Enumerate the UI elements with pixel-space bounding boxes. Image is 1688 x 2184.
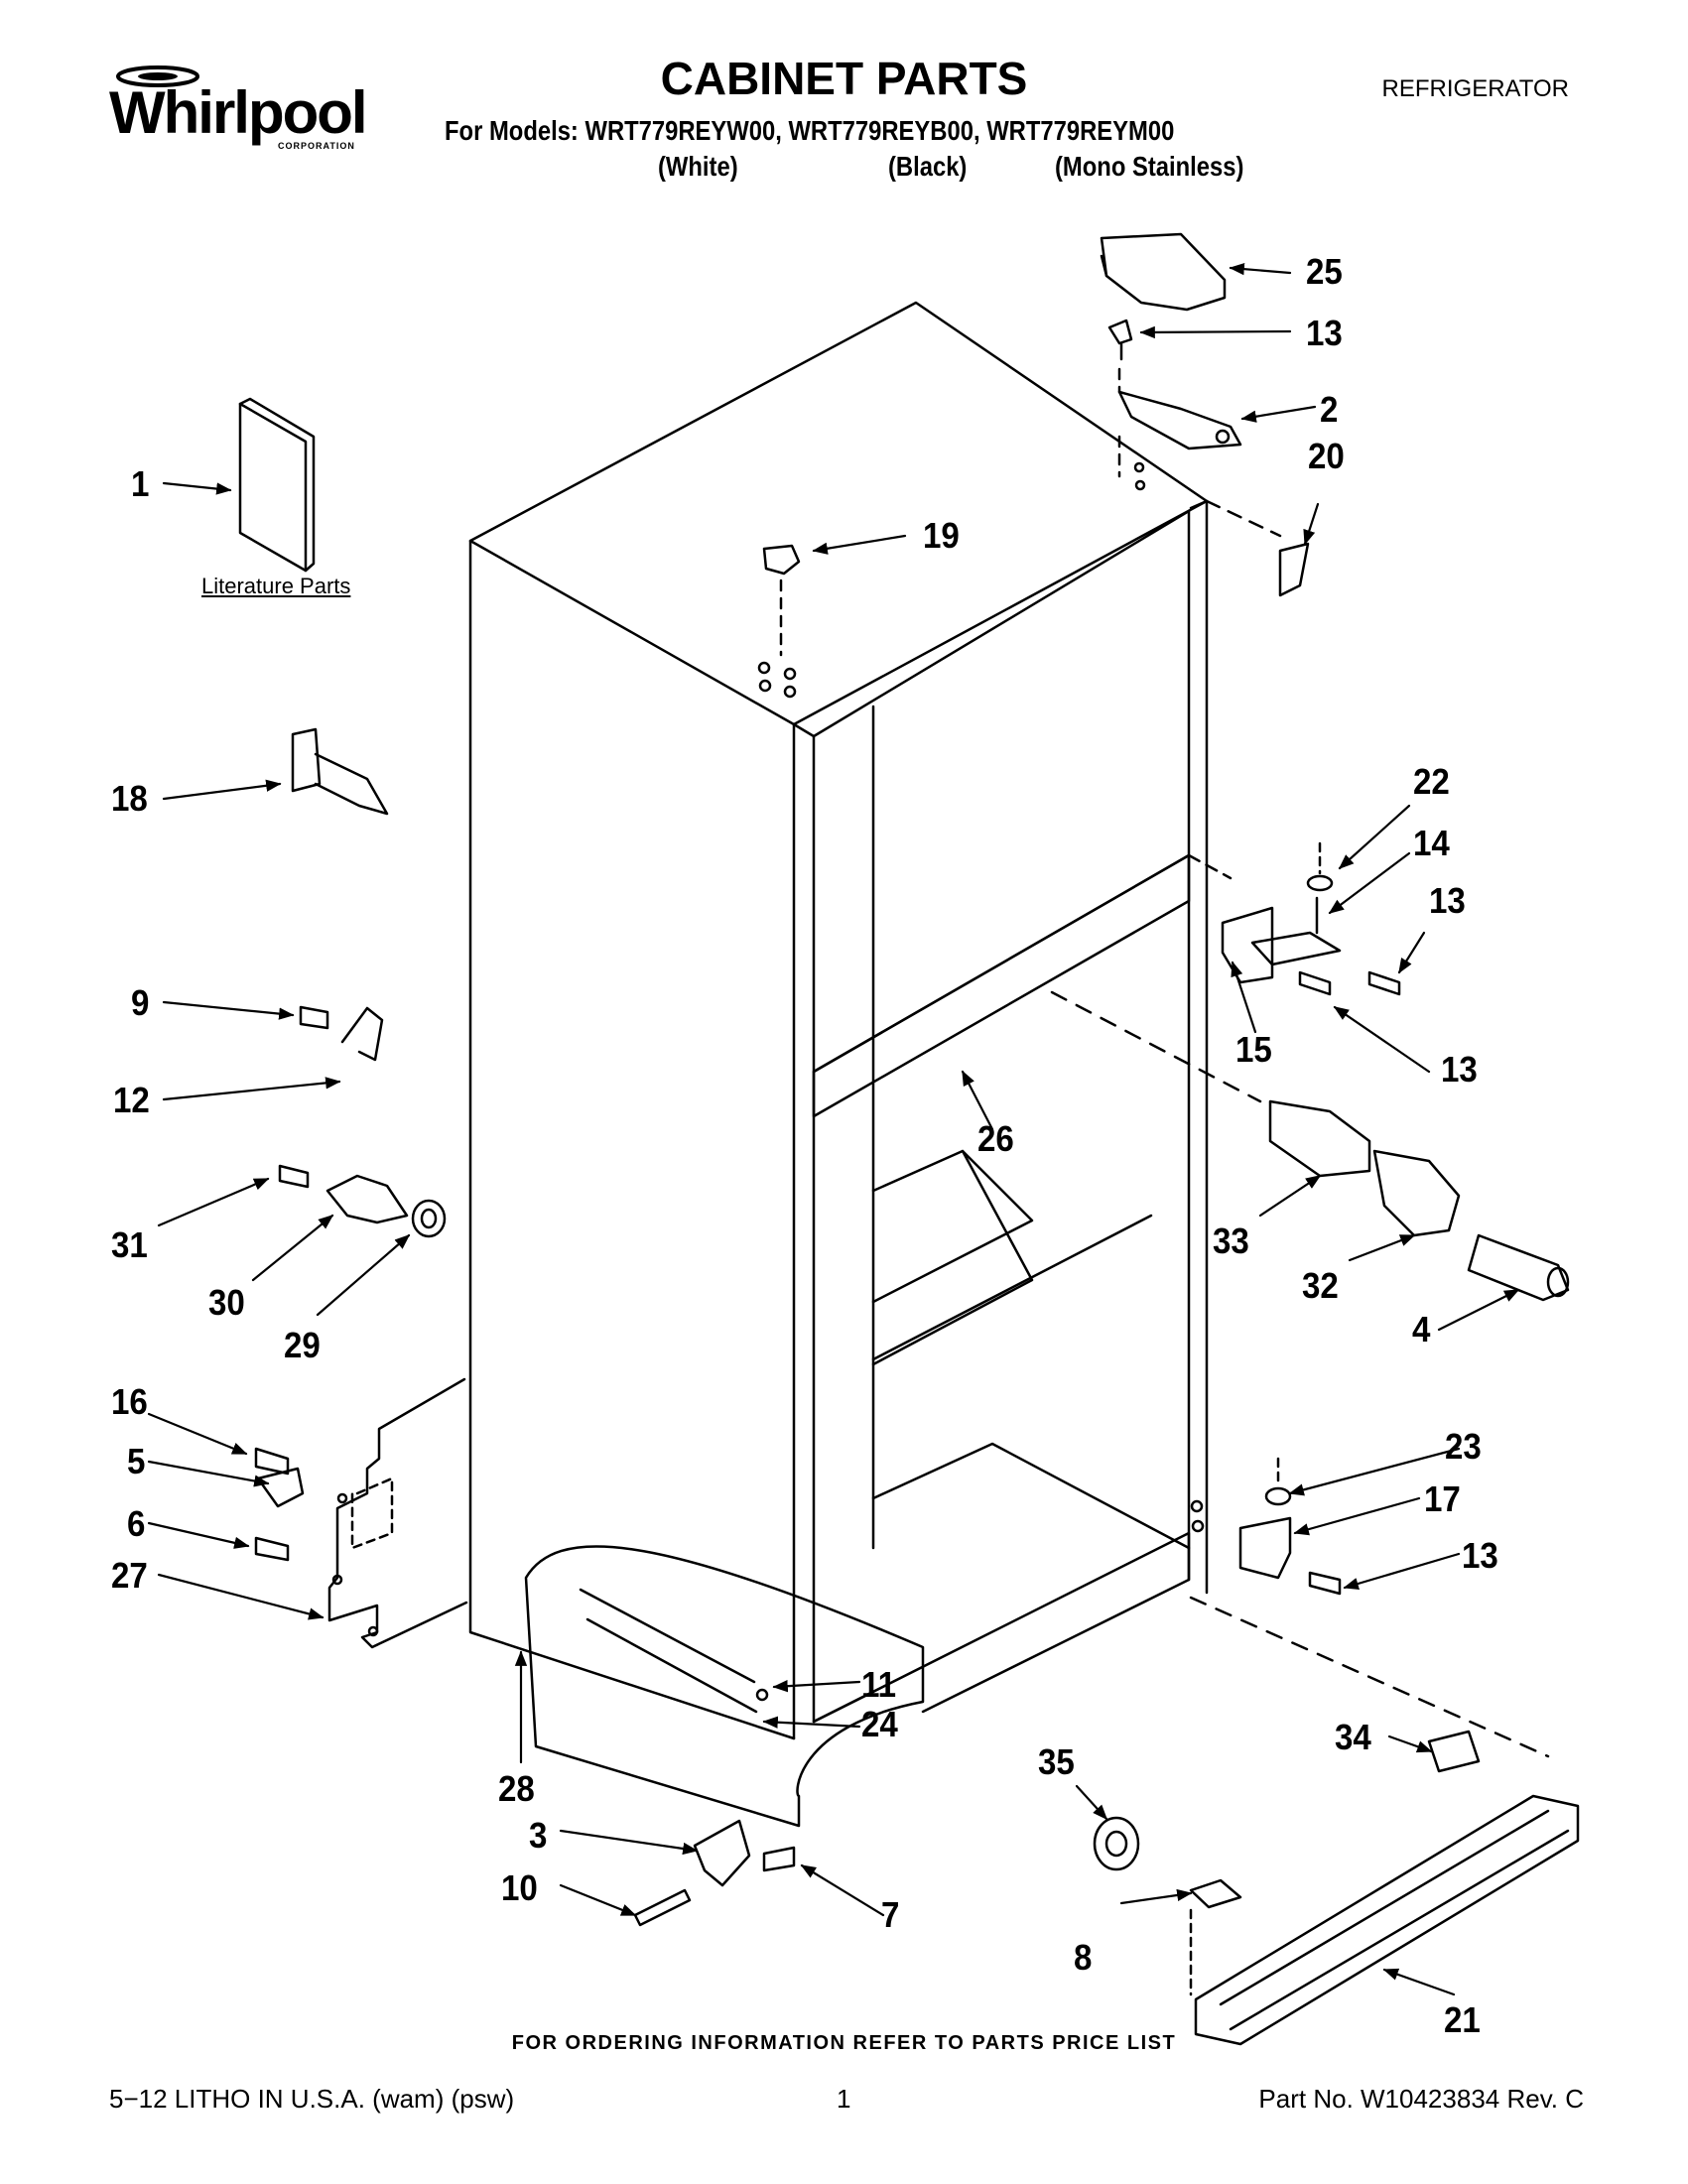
base-grille-21 <box>1194 1794 1580 2046</box>
logo-corporation: CORPORATION <box>278 141 355 151</box>
leveling-foot-35 <box>1093 1816 1140 1871</box>
callout-26: 26 <box>977 1118 1014 1159</box>
middle-hinge-parts <box>1050 841 1570 1302</box>
base-cover-28 <box>524 1545 925 1828</box>
page-title: CABINET PARTS <box>660 53 1028 104</box>
clip-34 <box>1427 1730 1481 1773</box>
callout-22: 22 <box>1413 761 1450 802</box>
callout-13-middle-upper: 13 <box>1429 880 1466 921</box>
part-9-12 <box>299 1005 384 1062</box>
logo-swirl-icon <box>116 65 199 87</box>
callout-32: 32 <box>1302 1265 1339 1306</box>
plug-19 <box>762 544 801 657</box>
callout-5: 5 <box>127 1441 146 1481</box>
callout-30: 30 <box>208 1282 245 1323</box>
litho-note: 5−12 LITHO IN U.S.A. (wam) (psw) <box>109 2084 515 2114</box>
callout-11: 11 <box>861 1664 897 1705</box>
callout-15: 15 <box>1235 1029 1272 1070</box>
logo-text: Whirlpool <box>109 79 368 146</box>
appliance-category: REFRIGERATOR <box>1381 75 1569 102</box>
callout-6: 6 <box>127 1503 146 1544</box>
callout-7: 7 <box>881 1894 900 1935</box>
callout-35: 35 <box>1038 1741 1075 1782</box>
callout-3: 3 <box>529 1815 548 1856</box>
callout-27: 27 <box>111 1555 148 1596</box>
callout-1: 1 <box>131 463 150 504</box>
cabinet-body <box>468 301 1209 1740</box>
callout-31: 31 <box>111 1224 148 1265</box>
part-number: Part No. W10423834 Rev. C <box>1258 2084 1584 2114</box>
top-hinge-assembly <box>1100 232 1310 597</box>
callout-25: 25 <box>1306 251 1343 292</box>
callout-9: 9 <box>131 982 150 1023</box>
callout-10: 10 <box>501 1867 538 1908</box>
lower-hinge-right <box>1189 1457 1550 1758</box>
callout-17: 17 <box>1424 1478 1461 1519</box>
part-18 <box>291 727 389 816</box>
variant-white: (White) <box>658 151 738 182</box>
callout-20: 20 <box>1308 436 1345 476</box>
callout-13-bottom: 13 <box>1462 1535 1498 1576</box>
variant-black: (Black) <box>888 151 968 182</box>
callout-19: 19 <box>923 515 960 556</box>
callout-13-middle-lower: 13 <box>1441 1049 1478 1090</box>
callout-leaders <box>147 263 1520 1996</box>
callout-34: 34 <box>1335 1717 1371 1757</box>
literature-booklet <box>238 397 316 573</box>
callout-18: 18 <box>111 778 148 819</box>
lower-hinge-parts <box>633 1819 796 1927</box>
literature-parts-link[interactable]: Literature Parts <box>201 574 351 598</box>
whirlpool-logo: Whirlpool CORPORATION <box>109 62 377 161</box>
model-list: For Models: WRT779REYW00, WRT779REYB00, … <box>445 115 1175 146</box>
callout-4: 4 <box>1412 1309 1431 1349</box>
callout-16: 16 <box>111 1381 148 1422</box>
callout-8: 8 <box>1074 1937 1093 1978</box>
callout-33: 33 <box>1213 1220 1249 1261</box>
callout-21: 21 <box>1444 1999 1481 2040</box>
part-29-30-31 <box>278 1164 447 1238</box>
callout-13-top: 13 <box>1306 313 1343 353</box>
callout-12: 12 <box>113 1080 150 1120</box>
callout-14: 14 <box>1413 823 1450 863</box>
callout-28: 28 <box>498 1768 535 1809</box>
ordering-note: FOR ORDERING INFORMATION REFER TO PARTS … <box>511 2032 1177 2054</box>
bracket-27 <box>254 1377 468 1649</box>
callout-24: 24 <box>861 1704 898 1744</box>
callout-23: 23 <box>1445 1426 1482 1467</box>
callout-29: 29 <box>284 1325 321 1365</box>
variant-mono-stainless: (Mono Stainless) <box>1055 151 1244 182</box>
spacer-8 <box>1189 1878 1242 1909</box>
callout-2: 2 <box>1320 389 1339 430</box>
page-number: 1 <box>837 2084 851 2114</box>
